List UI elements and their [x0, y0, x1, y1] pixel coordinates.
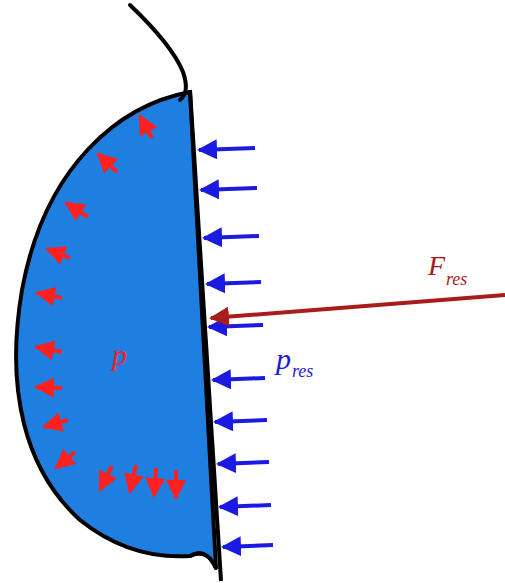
vessel-top: [130, 5, 186, 100]
pressure-symbol: p: [276, 344, 291, 374]
force-subscript: res: [446, 270, 467, 288]
fluid-pressure-arrows: [36, 116, 176, 498]
pressure-subscript: res: [292, 362, 313, 380]
resultant-force-arrow: [211, 295, 505, 318]
wall: [190, 90, 221, 581]
force-symbol: F: [428, 252, 445, 280]
vessel-bottom: [190, 553, 216, 568]
pressure-symbol: p: [112, 340, 127, 370]
wall-pressure-arrows: [199, 148, 273, 547]
fluid-body: [16, 92, 216, 568]
